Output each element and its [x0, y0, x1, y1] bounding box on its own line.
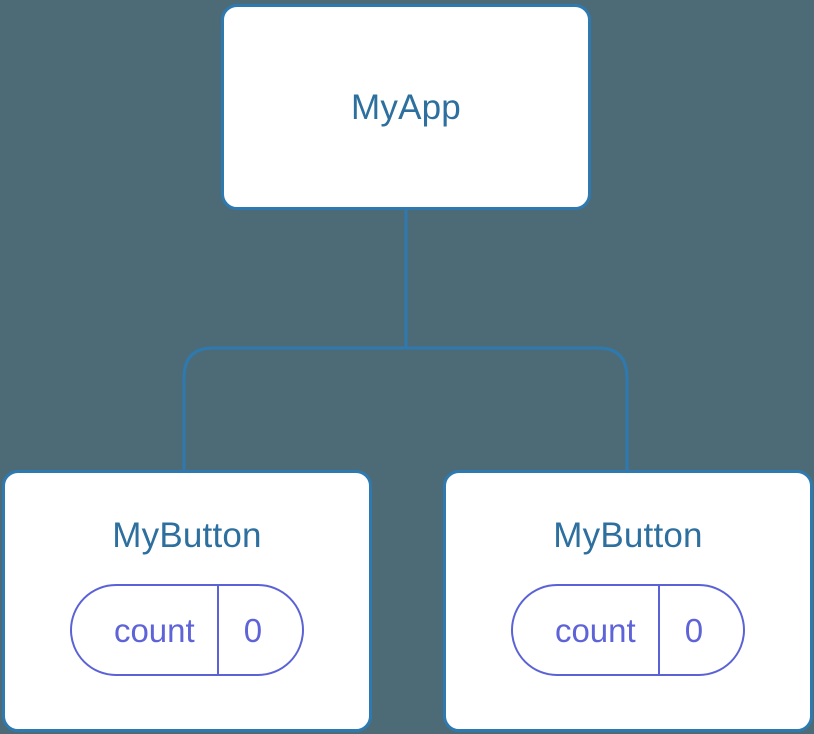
- state-pill-value: 0: [243, 611, 263, 649]
- connector-branch-left: [182, 346, 406, 470]
- state-pill-divider: [216, 586, 219, 674]
- connector-branch-right: [406, 346, 629, 470]
- state-pill[interactable]: count 0: [510, 584, 746, 676]
- tree-node-child[interactable]: MyButton count 0: [2, 470, 372, 732]
- state-pill-divider: [657, 586, 660, 674]
- node-title: MyButton: [553, 516, 703, 555]
- state-pill-value: 0: [684, 611, 704, 649]
- node-title: MyButton: [112, 516, 262, 555]
- state-pill-key: count: [554, 611, 636, 649]
- state-pill-key: count: [113, 611, 195, 649]
- state-pill[interactable]: count 0: [69, 584, 305, 676]
- tree-node-root[interactable]: MyApp: [221, 4, 591, 210]
- tree-node-child[interactable]: MyButton count 0: [443, 470, 813, 732]
- node-title: MyApp: [351, 87, 461, 127]
